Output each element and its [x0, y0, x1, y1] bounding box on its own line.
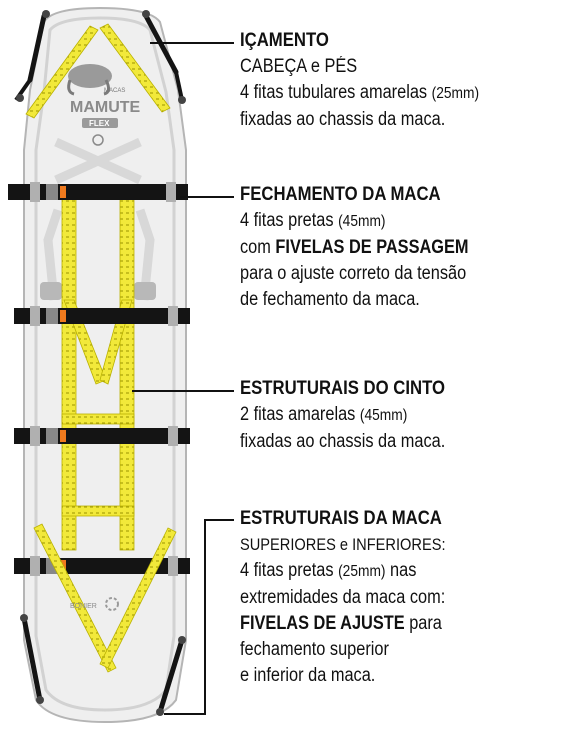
foot-black-straps — [20, 614, 186, 716]
leader-estruturais-v — [204, 519, 206, 714]
bonier-logo: BONIER — [70, 597, 119, 611]
block-title: ESTRUTURAIS DO CINTO — [240, 378, 445, 399]
leader-icamento — [150, 42, 234, 44]
closing-strap-4 — [14, 556, 190, 576]
leader-fechamento — [180, 196, 234, 198]
block-line: 4 fitas tubulares amarelas (25mm) — [240, 82, 480, 103]
block-line: e inferior da maca. — [240, 665, 376, 686]
head-black-straps — [14, 10, 186, 104]
block-title: ESTRUTURAIS DA MACA — [240, 508, 442, 529]
block-line: para o ajuste correto da tensão — [240, 263, 467, 284]
logo-maker: BONIER — [70, 603, 97, 610]
block-icamento: IÇAMENTO CABEÇA e PÉS 4 fitas tubulares … — [240, 28, 566, 133]
head-lifting-straps — [25, 23, 171, 119]
leader-estruturais-foot — [164, 713, 206, 715]
leader-estruturais-h — [205, 519, 234, 521]
block-cinto: ESTRUTURAIS DO CINTO 2 fitas amarelas (4… — [240, 376, 566, 455]
block-title: FECHAMENTO DA MACA — [240, 184, 441, 205]
block-line: 2 fitas amarelas (45mm) — [240, 404, 408, 425]
block-line: 4 fitas pretas (45mm) — [240, 210, 386, 231]
block-line: 4 fitas pretas (25mm) nas — [240, 560, 417, 581]
mamute-logo: MACAS MAMUTE FLEX — [67, 64, 141, 146]
block-line: de fechamento da maca. — [240, 289, 420, 310]
closing-strap-1 — [8, 182, 188, 202]
leader-cinto — [132, 390, 234, 392]
foot-lifting-straps — [33, 523, 177, 673]
logo-brand: MAMUTE — [70, 99, 141, 116]
block-line: FIVELAS DE AJUSTE para — [240, 613, 442, 634]
block-line: fixadas ao chassis da maca. — [240, 109, 446, 130]
logo-model: FLEX — [89, 119, 110, 128]
block-line: fixadas ao chassis da maca. — [240, 431, 446, 452]
logo-brand-small: MACAS — [104, 88, 125, 94]
stretcher-illustration: MACAS MAMUTE FLEX — [8, 6, 190, 724]
block-line: com FIVELAS DE PASSAGEM — [240, 237, 469, 258]
chest-harness — [43, 137, 155, 301]
block-line: CABEÇA e PÉS — [240, 56, 358, 77]
closing-strap-2 — [14, 306, 190, 326]
block-line: fechamento superior — [240, 639, 389, 660]
block-fechamento: FECHAMENTO DA MACA 4 fitas pretas (45mm)… — [240, 182, 566, 313]
block-estruturais: ESTRUTURAIS DA MACA SUPERIORES e INFERIO… — [240, 506, 566, 689]
block-title: IÇAMENTO — [240, 30, 329, 51]
closing-strap-3 — [14, 426, 190, 446]
block-line: extremidades da maca com: — [240, 587, 446, 608]
block-line: SUPERIORES e INFERIORES: — [240, 535, 446, 554]
